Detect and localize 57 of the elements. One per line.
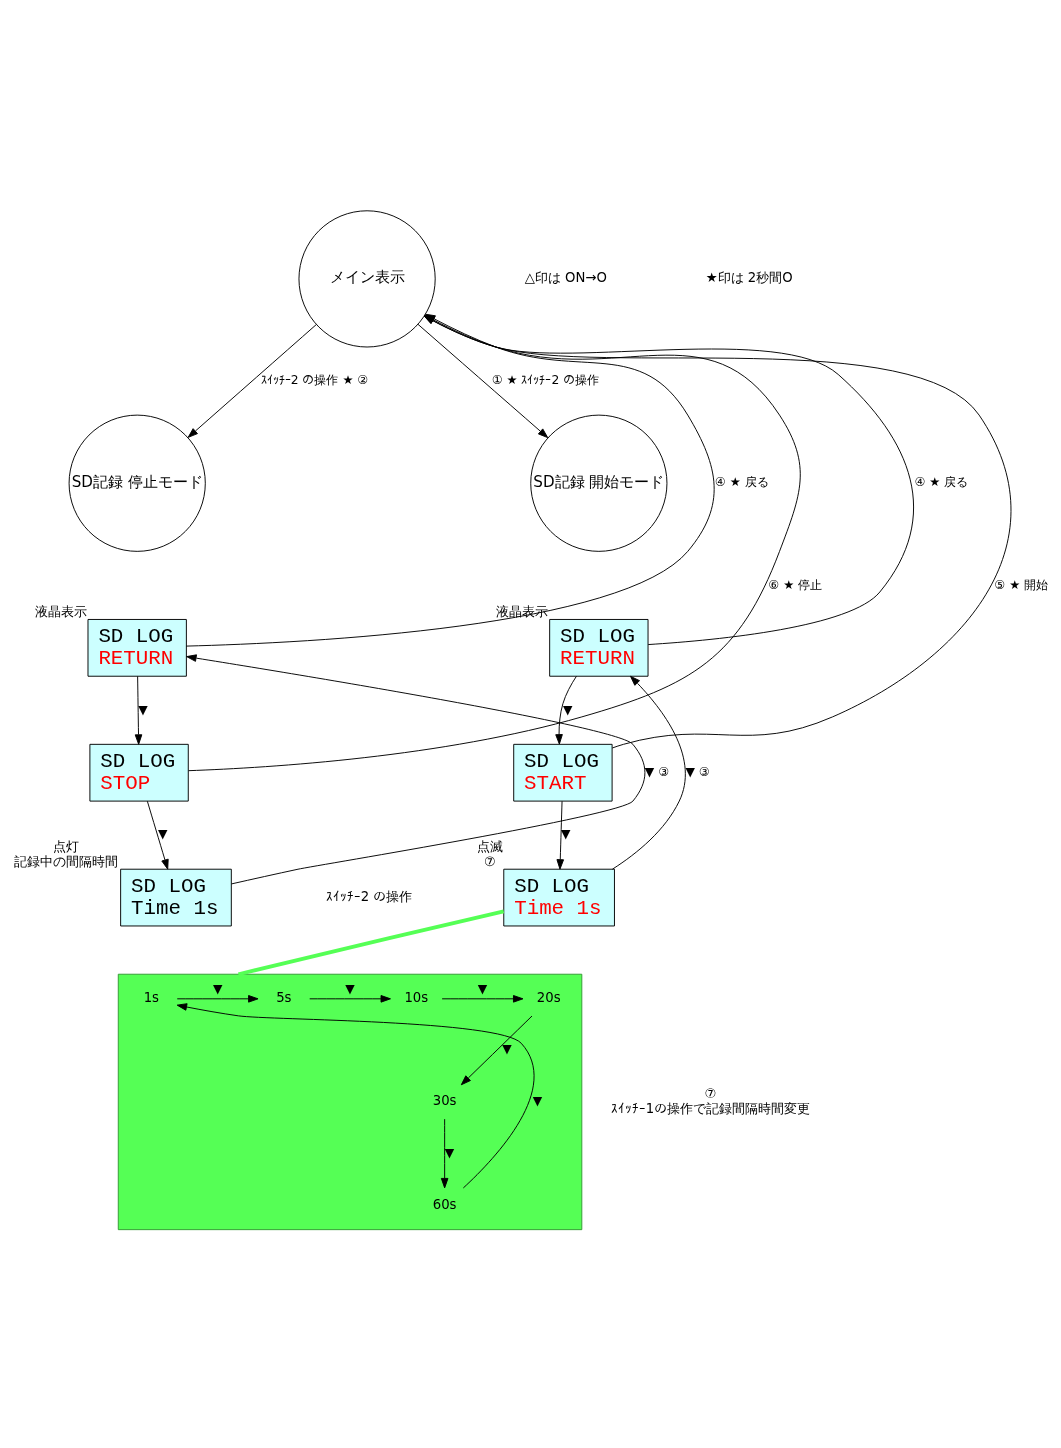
node-box: SD LOG Time 1s (503, 868, 615, 927)
node-text: 30s (432, 1093, 457, 1109)
edge-label: ▼ (138, 702, 148, 717)
arrow (186, 654, 646, 885)
cluster (117, 973, 583, 1231)
label: ★印は 2秒間O (705, 270, 793, 286)
edge-label: ▼ (562, 702, 573, 717)
edge-label: ④ ★ 戻る (714, 475, 769, 490)
node-label: ｽｲｯﾁｰ1の操作で記録間隔時間変更 (610, 1100, 811, 1116)
label: ｽｲｯﾁｰ2 の操作 (325, 889, 413, 905)
node-label: 点滅 (477, 840, 504, 856)
node-text: 10s (404, 990, 429, 1006)
edge-label: ▼ (561, 827, 571, 842)
edge-label: ▼ (158, 827, 168, 842)
node-text: 60s (432, 1196, 457, 1212)
node-label: 点灯 (53, 840, 80, 856)
node-box: SD LOG RETURN (549, 619, 649, 677)
arrow (440, 1118, 449, 1189)
arrow (176, 1003, 535, 1189)
node-label: 液晶表示 (34, 604, 87, 620)
label: △印は ON→O (524, 270, 607, 286)
edge-label: ▼ (502, 1042, 512, 1057)
node-text: 1s (143, 990, 160, 1006)
node-label: ⑦ (484, 854, 497, 870)
arrow (134, 675, 143, 745)
node-box: SD LOG STOP (89, 743, 189, 802)
edge-label: ▼ (212, 981, 223, 996)
edge-label: ▼ (444, 1146, 455, 1161)
arrow (441, 995, 524, 1003)
edge-label: ▼ (345, 981, 355, 996)
node-box: SD LOG START (513, 743, 613, 802)
edge-label: ▼ (532, 1094, 543, 1109)
arrow (555, 675, 577, 745)
arrow (417, 323, 549, 439)
node-label: ⑦ (704, 1086, 717, 1102)
edge-label: ｽｲｯﾁｰ2 の操作 ★ ② (260, 373, 369, 388)
node-circle: SD記録 開始モード (530, 414, 668, 552)
edge-label: ⑥ ★ 停止 (768, 577, 823, 592)
edge-label: ▼ ③ (644, 764, 670, 779)
node-text: 5s (276, 990, 292, 1006)
arrow (146, 800, 169, 870)
arrow (187, 324, 317, 438)
edge-label: ▼ (477, 981, 488, 996)
arrow (176, 995, 259, 1003)
node-label: 記録中の間隔時間 (14, 854, 119, 870)
node-box: SD LOG Time 1s (120, 868, 232, 927)
node-text: 20s (536, 990, 561, 1006)
edge-label: ⑤ ★ 開始 (994, 577, 1049, 592)
edge-label: ④ ★ 戻る (914, 475, 969, 490)
arrow (611, 675, 686, 870)
node-circle: SD記録 停止モード (68, 414, 206, 552)
arrow (460, 1015, 533, 1086)
node-box: SD LOG RETURN (87, 619, 187, 677)
connector (237, 909, 505, 977)
edge-label: ① ★ ｽｲｯﾁｰ2 の操作 (491, 373, 600, 388)
arrow (556, 800, 565, 870)
arrow (309, 995, 391, 1003)
